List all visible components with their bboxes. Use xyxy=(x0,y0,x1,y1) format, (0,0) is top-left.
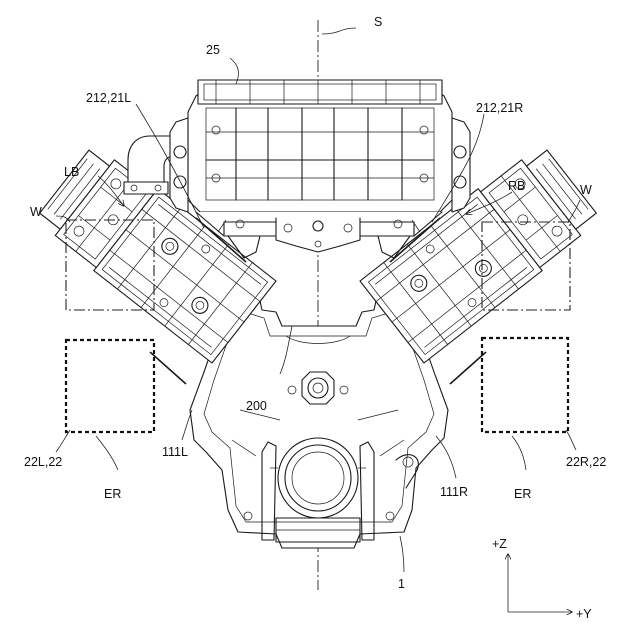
label-200: 200 xyxy=(246,399,267,413)
label-111r: 111R xyxy=(440,485,468,499)
label-lb: LB xyxy=(64,165,79,179)
label-s: S xyxy=(374,15,382,29)
label-w-right: W xyxy=(580,183,592,197)
label-25: 25 xyxy=(206,43,220,57)
label-er-left: ER xyxy=(104,487,121,501)
label-212-21r: 212,21R xyxy=(476,101,523,115)
label-axis-y: +Y xyxy=(576,607,592,621)
axis-indicator xyxy=(508,554,572,612)
label-rb: RB xyxy=(508,179,525,193)
label-22r-22: 22R,22 xyxy=(566,455,606,469)
er-region-right xyxy=(482,338,568,432)
label-212-21l: 212,21L xyxy=(86,91,131,105)
label-111l: 111L xyxy=(162,445,188,459)
label-axis-z: +Z xyxy=(492,537,507,551)
label-1: 1 xyxy=(398,577,405,591)
label-22l-22: 22L,22 xyxy=(24,455,62,469)
label-w-left: W xyxy=(30,205,42,219)
er-region-left xyxy=(66,340,154,432)
label-er-right: ER xyxy=(514,487,531,501)
